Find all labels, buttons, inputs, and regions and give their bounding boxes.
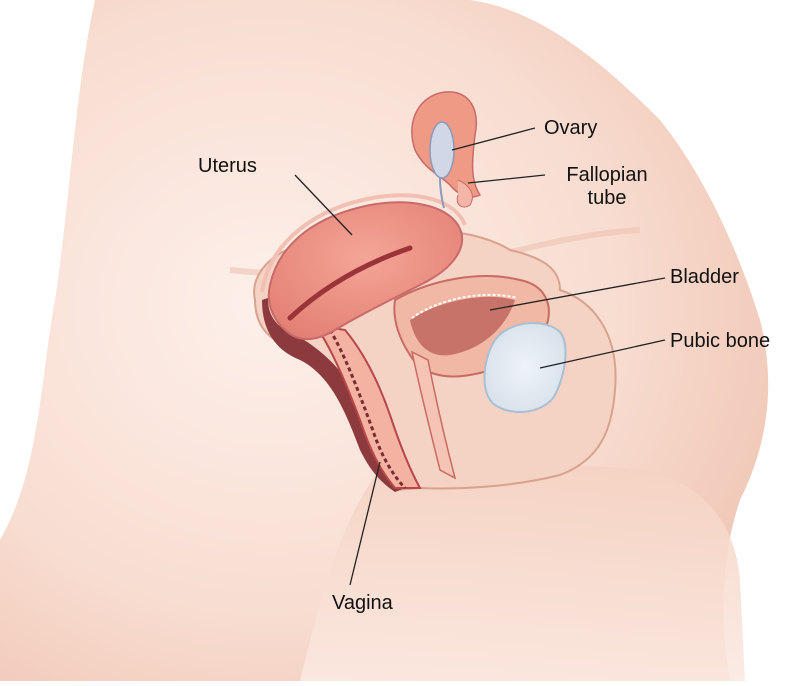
label-bladder: Bladder	[670, 266, 739, 289]
label-fallopian-tube: Fallopian tube	[547, 164, 667, 210]
label-pubic-bone: Pubic bone	[670, 330, 770, 353]
label-fallopian-line1: Fallopian	[547, 164, 667, 187]
label-uterus: Uterus	[198, 155, 257, 178]
label-vagina: Vagina	[332, 592, 393, 615]
ovary-shape	[430, 122, 454, 178]
label-fallopian-line2: tube	[547, 187, 667, 210]
label-ovary: Ovary	[544, 117, 597, 140]
thigh-shading	[300, 466, 745, 681]
